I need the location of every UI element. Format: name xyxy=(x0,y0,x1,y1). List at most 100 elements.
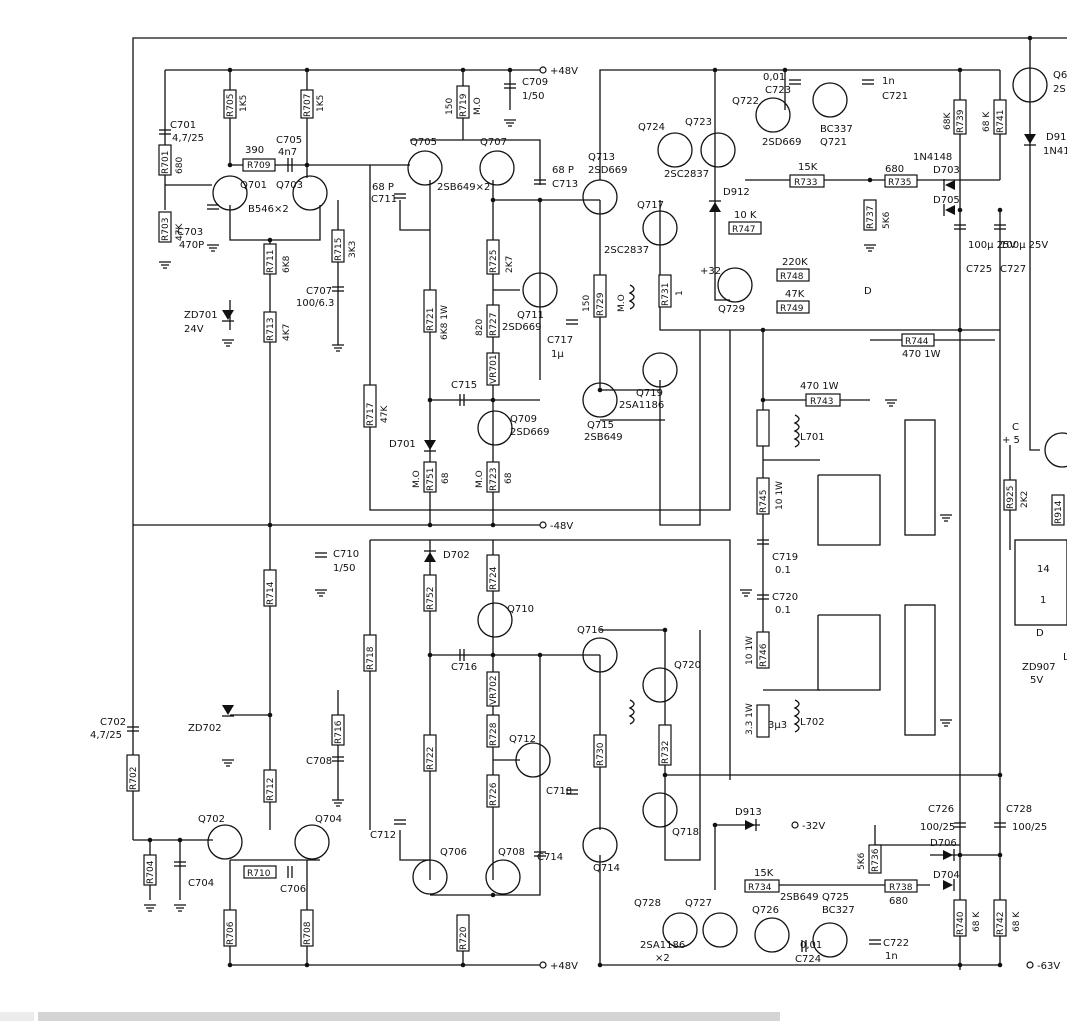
label-R717: R717 xyxy=(366,403,376,426)
label-C718: C718 xyxy=(546,786,572,797)
label-R738: R738 xyxy=(889,883,913,893)
label-R736: R736 xyxy=(871,848,881,872)
label-C725-val: 100µ 25V xyxy=(968,240,1016,251)
label-Q714: Q714 xyxy=(593,863,620,874)
label-C713-val: 68 P xyxy=(552,165,574,176)
label-R722: R722 xyxy=(426,747,436,770)
label-C712: C712 xyxy=(370,830,396,841)
rail-plus48-top: +48V xyxy=(550,66,578,77)
label-C707: C707 xyxy=(306,286,332,297)
label-D-mark: D xyxy=(864,286,872,297)
label-C708: C708 xyxy=(306,756,332,767)
label-R718: R718 xyxy=(366,646,376,670)
label-Q719: Q719 xyxy=(636,388,663,399)
label-ZD701: ZD701 xyxy=(184,310,218,321)
label-ZD701-val: 24V xyxy=(184,324,204,335)
label-ic-pin14: 14 xyxy=(1037,564,1050,575)
label-C713: C713 xyxy=(552,179,578,190)
rotated-labels: R705 1K5 R707 1K5 R719 150 M.O R701 680 … xyxy=(129,93,1064,950)
label-R735: R735 xyxy=(888,178,911,188)
label-R740-val: 68 K xyxy=(972,911,982,932)
label-R712: R712 xyxy=(266,778,276,801)
label-R748-val: 220K xyxy=(782,257,808,268)
label-ZD907: ZD907 xyxy=(1022,662,1056,673)
label-R746-val: 10 1W xyxy=(745,636,755,665)
label-C728: C728 xyxy=(1006,804,1032,815)
label-C701: C701 xyxy=(170,120,196,131)
label-L701: L701 xyxy=(800,432,825,443)
label-D911-type: 1N41 xyxy=(1043,146,1067,157)
label-R743: R743 xyxy=(810,397,833,407)
label-R735-val: 680 xyxy=(885,164,904,175)
label-Q728-type: 2SA1186 xyxy=(640,940,685,951)
label-R723-mo: M.O xyxy=(475,470,485,488)
label-Q713-type: 2SD669 xyxy=(588,165,628,176)
label-L-mark: L xyxy=(1063,652,1067,663)
scrollbar-track[interactable] xyxy=(38,1012,780,1021)
label-R751: R751 xyxy=(426,468,436,491)
label-C711-val: 68 P xyxy=(372,182,394,193)
ground-symbols xyxy=(144,119,952,912)
rail-minus63: -63V xyxy=(1037,961,1060,972)
label-C722-val: 1n xyxy=(885,951,898,962)
label-R701-val: 680 xyxy=(175,157,185,174)
label-Q711-type: 2SD669 xyxy=(502,322,542,333)
scan-margin xyxy=(0,1012,34,1021)
label-Q705: Q705 xyxy=(410,137,437,148)
label-Q721-type: BC337 xyxy=(820,124,853,135)
rail-minus48: -48V xyxy=(550,521,573,532)
label-R723-val: 68 xyxy=(504,472,514,484)
label-R748: R748 xyxy=(780,272,804,282)
label-R729-val: 150 xyxy=(582,295,592,312)
label-Q717: Q717 xyxy=(637,200,664,211)
label-R744: R744 xyxy=(905,337,929,347)
label-Q722-type: 2SD669 xyxy=(762,137,802,148)
label-Q6: Q6 xyxy=(1053,70,1067,81)
label-R732: R732 xyxy=(661,741,671,764)
label-Q729: Q729 xyxy=(718,304,745,315)
capacitors xyxy=(127,79,1006,952)
label-R745-val: 10 1W xyxy=(775,481,785,510)
label-D701: D701 xyxy=(389,439,416,450)
label-R733-val: 15K xyxy=(798,162,818,173)
label-Q727: Q727 xyxy=(685,898,712,909)
label-R725-val: 2K7 xyxy=(505,256,515,273)
label-C710-val: 1/50 xyxy=(333,563,355,574)
label-Q707: Q707 xyxy=(480,137,507,148)
label-C717: C717 xyxy=(547,335,573,346)
label-Q711: Q711 xyxy=(517,310,544,321)
label-D705: D705 xyxy=(933,195,960,206)
label-C705: C705 xyxy=(276,135,302,146)
label-C719-val: 0.1 xyxy=(775,565,791,576)
resistors-horizontal xyxy=(242,158,935,893)
label-R731: R731 xyxy=(661,283,671,306)
label-C720: C720 xyxy=(772,592,798,603)
label-C721: C721 xyxy=(882,91,908,102)
label-C5: C xyxy=(1012,422,1019,433)
component-labels: C701 4,7/25 390 C705 4n7 R709 Q701 Q703 … xyxy=(90,70,1067,965)
label-D703-type: 1N4148 xyxy=(913,152,952,163)
label-Q701: Q701 xyxy=(240,180,267,191)
label-R729: R729 xyxy=(596,292,606,316)
label-C703-val: 470P xyxy=(179,240,204,251)
label-Q717-type: 2SC2837 xyxy=(604,245,649,256)
label-Q6-type: 2S xyxy=(1053,84,1066,95)
label-D702: D702 xyxy=(443,550,470,561)
label-R726: R726 xyxy=(489,782,499,806)
label-Q705-type: 2SB649×2 xyxy=(437,182,490,193)
label-D912: D912 xyxy=(723,187,750,198)
label-R705: R705 xyxy=(226,94,236,117)
label-R707-val: 1K5 xyxy=(316,95,326,112)
label-C711: C711 xyxy=(371,194,397,205)
label-C722: C722 xyxy=(883,938,909,949)
label-L702-val: 3µ3 xyxy=(768,720,787,731)
label-Q725: Q725 xyxy=(822,892,849,903)
label-Q715-type: 2SB649 xyxy=(584,432,623,443)
label-R711-val: 6K8 xyxy=(282,255,292,273)
label-R737-val: 5K6 xyxy=(882,211,892,229)
label-R729-mo: M.O xyxy=(617,294,627,312)
label-R719-val: 150 xyxy=(445,98,455,115)
label-R734: R734 xyxy=(748,883,772,893)
label-R914: R914 xyxy=(1054,500,1064,524)
